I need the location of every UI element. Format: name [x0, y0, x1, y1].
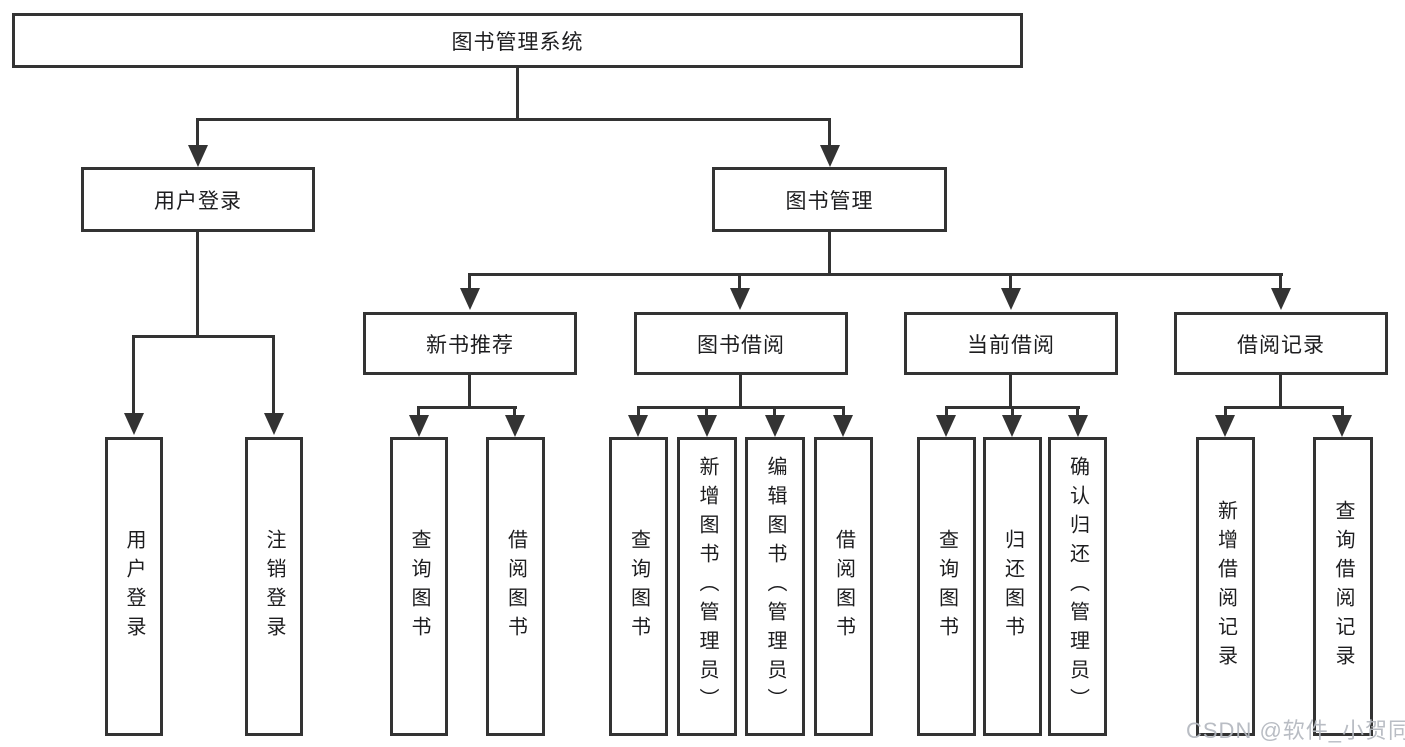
arrow-down-icon	[1001, 288, 1021, 310]
arrow-down-icon	[1215, 415, 1235, 437]
connector-line	[272, 335, 275, 415]
connector-line	[1224, 406, 1227, 419]
connector-line	[1009, 273, 1012, 290]
node-new-book-recommendation: 新书推荐	[363, 312, 577, 375]
leaf-borrow-books-recommend-label: 借阅图书	[504, 528, 527, 645]
connector-line	[196, 118, 831, 121]
leaf-return-book-label: 归还图书	[1001, 528, 1024, 645]
node-current-borrowing-label: 当前借阅	[967, 333, 1055, 357]
connector-line	[945, 406, 948, 419]
arrow-down-icon	[264, 413, 284, 435]
leaf-confirm-return-admin: 确认归还（管理员）	[1048, 437, 1107, 736]
connector-line	[132, 335, 135, 415]
connector-line	[637, 406, 845, 409]
connector-line	[513, 406, 516, 419]
arrow-down-icon	[765, 415, 785, 437]
arrow-down-icon	[1068, 415, 1088, 437]
connector-line	[196, 232, 199, 335]
leaf-user-login-label: 用户登录	[123, 528, 145, 645]
leaf-add-book-admin-label: 新增图书（管理员）	[696, 456, 718, 717]
arrow-down-icon	[820, 145, 840, 167]
node-book-borrowing: 图书借阅	[634, 312, 848, 375]
connector-line	[637, 406, 640, 419]
leaf-query-books-recommend: 查询图书	[390, 437, 448, 736]
connector-line	[1009, 375, 1012, 406]
connector-line	[773, 406, 776, 419]
leaf-query-books-current: 查询图书	[917, 437, 976, 736]
connector-line	[828, 118, 831, 147]
node-borrowing-records-label: 借阅记录	[1237, 333, 1325, 357]
arrow-down-icon	[833, 415, 853, 437]
leaf-edit-book-admin: 编辑图书（管理员）	[745, 437, 805, 736]
connector-line	[842, 406, 845, 419]
connector-line	[828, 232, 831, 273]
leaf-borrow-books-borrowing-label: 借阅图书	[832, 528, 855, 645]
arrow-down-icon	[1271, 288, 1291, 310]
leaf-logout: 注销登录	[245, 437, 303, 736]
connector-line	[417, 406, 517, 409]
leaf-add-book-admin: 新增图书（管理员）	[677, 437, 737, 736]
connector-line	[1076, 406, 1079, 419]
connector-line	[1011, 406, 1014, 419]
arrow-down-icon	[628, 415, 648, 437]
leaf-query-books-borrowing-label: 查询图书	[627, 528, 650, 645]
connector-line	[468, 273, 471, 290]
arrow-down-icon	[697, 415, 717, 437]
leaf-query-books-recommend-label: 查询图书	[408, 528, 430, 645]
connector-line	[132, 335, 275, 338]
arrow-down-icon	[1332, 415, 1352, 437]
leaf-query-borrow-record: 查询借阅记录	[1313, 437, 1373, 736]
arrow-down-icon	[936, 415, 956, 437]
arrow-down-icon	[505, 415, 525, 437]
connector-line	[417, 406, 420, 419]
connector-line	[468, 273, 1283, 276]
connector-line	[739, 375, 742, 406]
node-root-label: 图书管理系统	[451, 30, 584, 54]
connector-line	[1224, 406, 1344, 409]
connector-line	[1341, 406, 1344, 419]
arrow-down-icon	[188, 145, 208, 167]
leaf-edit-book-admin-label: 编辑图书（管理员）	[764, 456, 786, 717]
node-new-book-recommendation-label: 新书推荐	[426, 333, 514, 357]
leaf-borrow-books-borrowing: 借阅图书	[814, 437, 873, 736]
node-root: 图书管理系统	[12, 13, 1023, 68]
arrow-down-icon	[1002, 415, 1022, 437]
connector-line	[196, 118, 199, 147]
leaf-query-borrow-record-label: 查询借阅记录	[1332, 499, 1354, 674]
connector-line	[1279, 375, 1282, 406]
leaf-confirm-return-admin-label: 确认归还（管理员）	[1066, 456, 1089, 717]
arrow-down-icon	[124, 413, 144, 435]
arrow-down-icon	[409, 415, 429, 437]
arrow-down-icon	[460, 288, 480, 310]
leaf-add-borrow-record-label: 新增借阅记录	[1214, 499, 1237, 674]
node-book-management-label: 图书管理	[785, 189, 874, 213]
leaf-borrow-books-recommend: 借阅图书	[486, 437, 545, 736]
arrow-down-icon	[730, 288, 750, 310]
leaf-return-book: 归还图书	[983, 437, 1042, 736]
connector-line	[468, 375, 471, 406]
leaf-query-books-current-label: 查询图书	[935, 528, 958, 645]
leaf-add-borrow-record: 新增借阅记录	[1196, 437, 1255, 736]
node-book-management: 图书管理	[712, 167, 947, 232]
connector-line	[1279, 273, 1282, 290]
connector-line	[738, 273, 741, 290]
watermark: CSDN @软件_小贺同学	[1186, 718, 1405, 743]
node-user-login-label: 用户登录	[154, 189, 242, 213]
leaf-query-books-borrowing: 查询图书	[609, 437, 668, 736]
connector-line	[516, 68, 519, 118]
node-borrowing-records: 借阅记录	[1174, 312, 1388, 375]
connector-line	[705, 406, 708, 419]
node-book-borrowing-label: 图书借阅	[697, 333, 785, 357]
node-current-borrowing: 当前借阅	[904, 312, 1118, 375]
node-user-login: 用户登录	[81, 167, 315, 232]
leaf-logout-label: 注销登录	[263, 528, 285, 645]
leaf-user-login: 用户登录	[105, 437, 163, 736]
